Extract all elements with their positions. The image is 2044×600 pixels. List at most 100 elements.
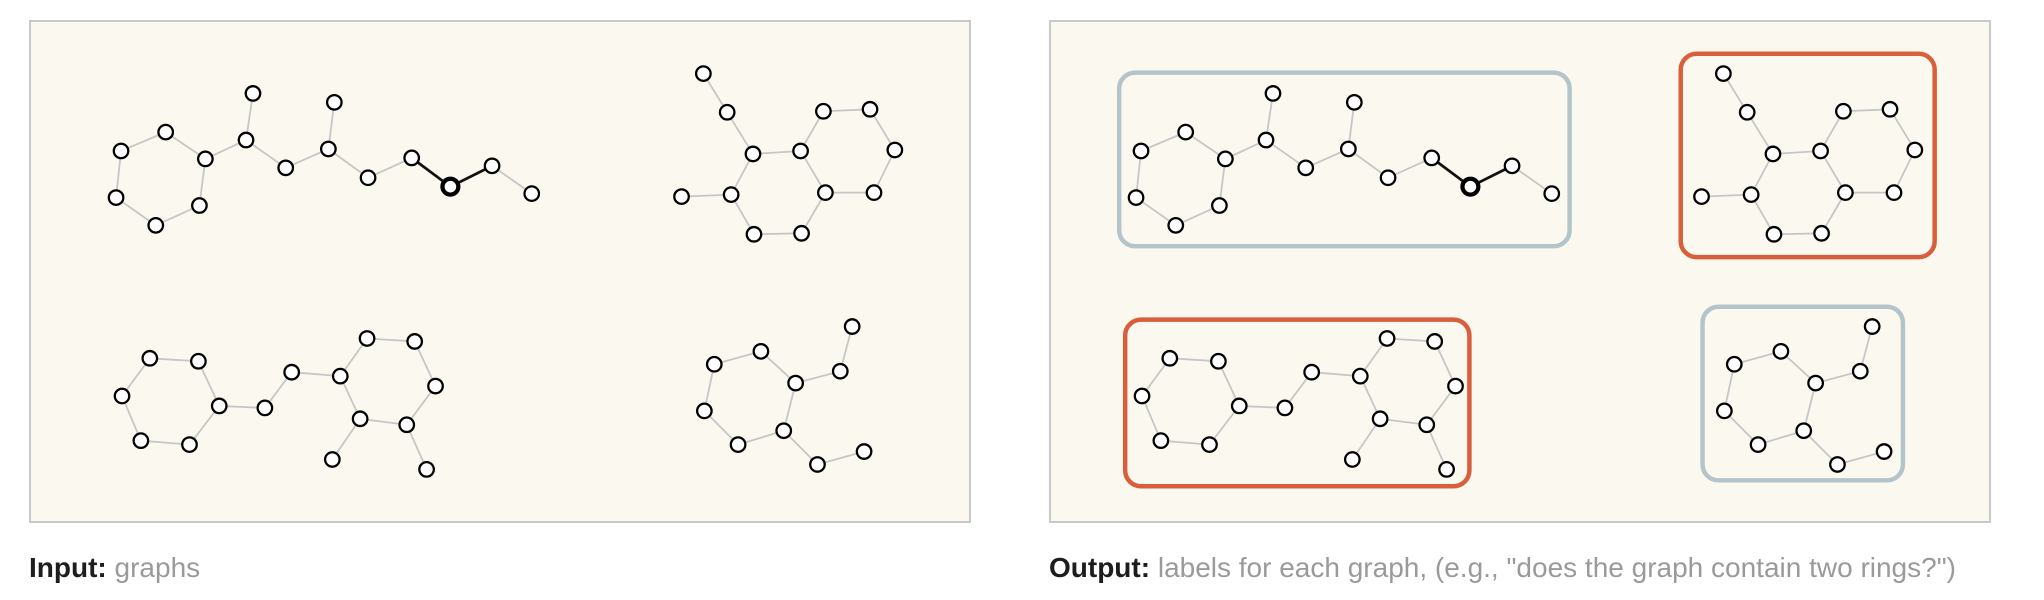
graph-node bbox=[1216, 150, 1234, 168]
output-caption: Output: labels for each graph, (e.g., "d… bbox=[1049, 551, 1956, 585]
graph-node bbox=[705, 355, 723, 373]
graph-node-highlighted bbox=[440, 176, 461, 197]
graph-node bbox=[1738, 103, 1756, 121]
graph-node bbox=[483, 157, 501, 175]
graph-node bbox=[359, 169, 377, 187]
classification-box-orange bbox=[1122, 317, 1472, 489]
graph-node bbox=[843, 318, 861, 335]
graph-node bbox=[886, 141, 904, 159]
graph-node bbox=[351, 410, 369, 428]
graph-node bbox=[1749, 436, 1767, 453]
graph-node bbox=[1807, 374, 1825, 392]
graph-node bbox=[1276, 399, 1294, 417]
graph-3-two-rings-with-bridge bbox=[113, 330, 444, 478]
graph-node bbox=[1351, 367, 1369, 385]
graph-node bbox=[1813, 224, 1830, 242]
graph-node bbox=[141, 349, 159, 367]
classification-box-blue bbox=[1116, 70, 1572, 249]
graph-node bbox=[418, 461, 435, 478]
graph-node bbox=[319, 140, 337, 158]
graph-node bbox=[1742, 186, 1760, 203]
graph-node bbox=[1863, 318, 1881, 335]
graph-1-ring-with-long-chain bbox=[1127, 85, 1561, 234]
graph-node bbox=[694, 65, 712, 82]
graph-node bbox=[323, 451, 341, 468]
graph-node bbox=[1371, 410, 1389, 428]
graph-node bbox=[1303, 363, 1321, 381]
graph-node bbox=[1543, 185, 1561, 203]
graph-node bbox=[181, 436, 198, 453]
graph-node bbox=[1875, 443, 1893, 460]
graph-node bbox=[1264, 85, 1282, 102]
graph-node bbox=[855, 443, 873, 460]
graph-node bbox=[831, 362, 849, 380]
graph-node bbox=[775, 422, 793, 440]
graph-node bbox=[1152, 432, 1170, 450]
graph-4-single-ring-with-branches bbox=[695, 318, 873, 473]
graph-node bbox=[237, 131, 255, 149]
graph-node bbox=[1345, 93, 1363, 111]
graph-node bbox=[1772, 342, 1790, 360]
graph-node bbox=[1379, 169, 1397, 187]
graph-node bbox=[1765, 225, 1783, 243]
graph-node bbox=[523, 185, 541, 203]
graph-node bbox=[718, 103, 736, 121]
graph-node bbox=[427, 377, 444, 395]
output-caption-text: labels for each graph, (e.g., "does the … bbox=[1157, 552, 1956, 583]
graph-node bbox=[1837, 184, 1854, 202]
input-panel bbox=[29, 20, 971, 523]
graph-node bbox=[1211, 197, 1228, 214]
input-graphs-canvas bbox=[107, 65, 904, 478]
graph-node bbox=[1829, 456, 1846, 473]
graph-node bbox=[1812, 142, 1829, 160]
graph-4-single-ring-with-branches bbox=[1715, 318, 1893, 473]
graph-node bbox=[809, 456, 826, 473]
graph-node bbox=[147, 216, 165, 234]
input-caption-label: Input: bbox=[29, 552, 107, 583]
graph-node bbox=[1835, 102, 1852, 120]
graph-node bbox=[1725, 355, 1743, 373]
graph-2-two-fused-rings bbox=[673, 65, 904, 243]
graph-node bbox=[1167, 216, 1185, 234]
graph-node bbox=[1161, 349, 1179, 367]
graph-node bbox=[673, 188, 690, 205]
output-caption-label: Output: bbox=[1049, 552, 1151, 583]
graph-node bbox=[1851, 362, 1869, 380]
graph-node bbox=[1795, 422, 1813, 440]
graph-node bbox=[403, 149, 421, 167]
graph-node bbox=[244, 85, 262, 102]
graph-node bbox=[112, 142, 130, 160]
classification-box-blue bbox=[1700, 304, 1906, 483]
graph-node bbox=[752, 342, 770, 360]
graph-node bbox=[277, 159, 295, 177]
graph-node bbox=[1201, 436, 1218, 453]
graph-node bbox=[283, 363, 301, 381]
graph-node bbox=[817, 184, 834, 202]
graph-node bbox=[1714, 65, 1732, 82]
graph-node bbox=[792, 142, 809, 160]
graph-node bbox=[1257, 131, 1275, 149]
graph-node bbox=[398, 416, 416, 434]
graph-node bbox=[1426, 333, 1444, 350]
graph-node bbox=[113, 387, 131, 405]
graph-node bbox=[1339, 140, 1357, 158]
graph-node bbox=[1881, 100, 1899, 118]
graph-node bbox=[729, 436, 747, 453]
graph-node bbox=[331, 367, 349, 385]
graph-node bbox=[406, 333, 424, 350]
graph-node bbox=[1693, 188, 1710, 205]
graph-node bbox=[190, 352, 207, 370]
graph-node bbox=[1438, 461, 1455, 478]
graph-node bbox=[1343, 451, 1361, 468]
output-graphs-canvas bbox=[1116, 51, 1937, 489]
graph-3-two-rings-with-bridge bbox=[1133, 330, 1464, 478]
graph-node bbox=[1210, 352, 1227, 370]
graph-node bbox=[132, 432, 150, 450]
graph-node bbox=[787, 374, 805, 392]
graph-node bbox=[358, 330, 376, 347]
graph-node bbox=[1230, 397, 1248, 415]
graph-node bbox=[1503, 157, 1521, 175]
graph-node bbox=[744, 145, 762, 163]
graph-node bbox=[1418, 416, 1436, 434]
graph-node bbox=[1423, 149, 1441, 167]
